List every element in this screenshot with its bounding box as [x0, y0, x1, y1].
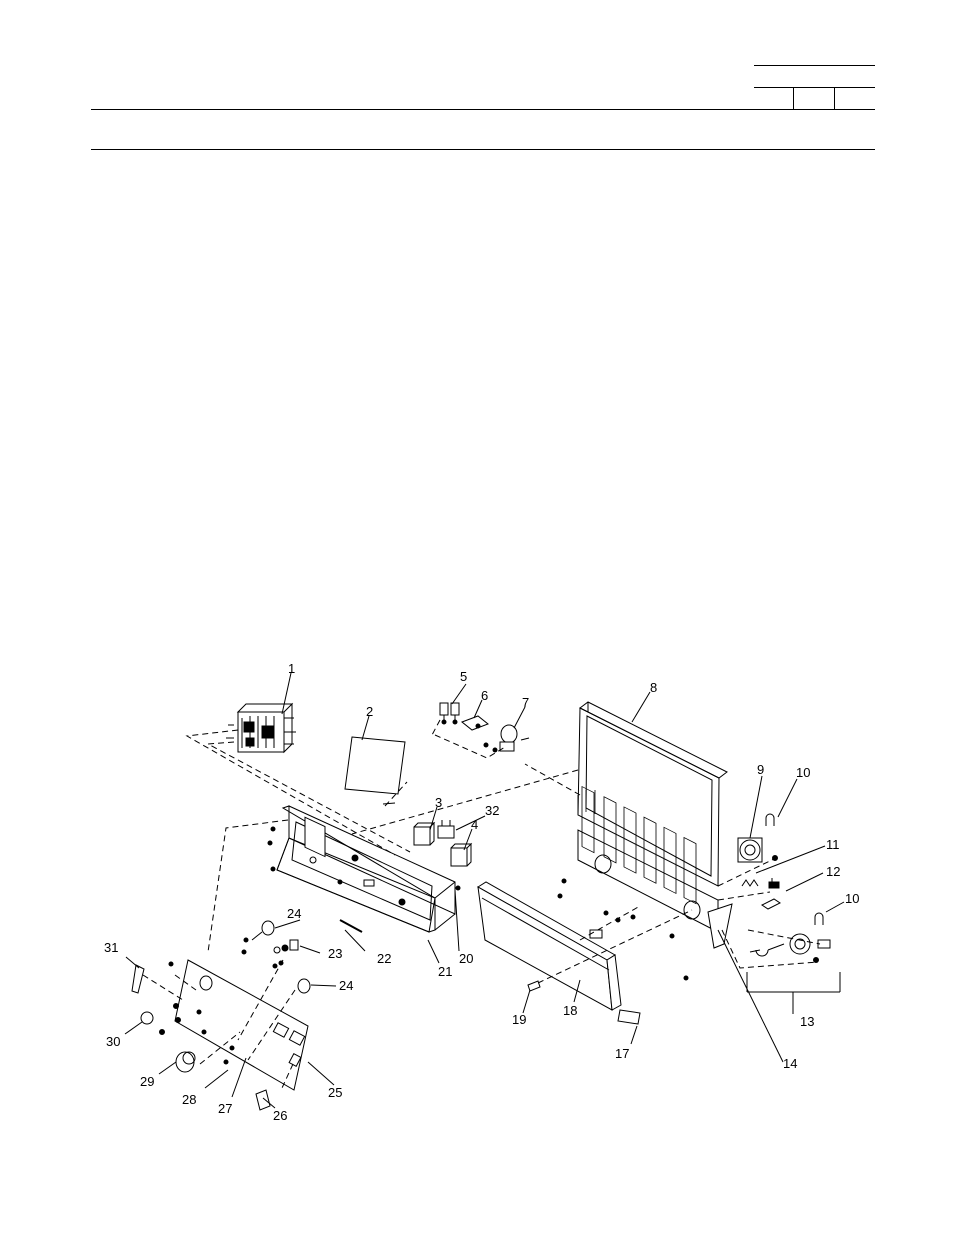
- callout-28: 28: [182, 1092, 196, 1107]
- hardware-dots: [159, 826, 689, 1065]
- part-21-control-housing: [276, 805, 456, 933]
- callout-27: 27: [218, 1101, 232, 1116]
- part-32-capacitor: [437, 820, 455, 839]
- header-cell-divider-2: [834, 87, 835, 109]
- part-18-front-panel: [477, 881, 622, 1011]
- part-25-panel: [174, 959, 309, 1091]
- callout-10-lower: 10: [845, 891, 859, 906]
- callout-26: 26: [273, 1108, 287, 1123]
- part-19-clip: [527, 980, 541, 992]
- assembly-dashed-lines: [142, 719, 821, 1089]
- callout-2: 2: [366, 704, 373, 719]
- part-11-spring: [741, 879, 759, 887]
- callout-13: 13: [800, 1014, 814, 1029]
- callout-20: 20: [459, 951, 473, 966]
- callout-labels: 1 2 3 4 5 6 7 8 9 10 10 11 12 13 14 17 1…: [104, 661, 859, 1123]
- part-8-cover: [577, 701, 728, 933]
- callout-3: 3: [435, 795, 442, 810]
- part-7-switch: [492, 724, 530, 753]
- part-22-screw: [339, 919, 363, 933]
- part-17-label: [617, 1009, 641, 1025]
- callout-14: 14: [783, 1056, 797, 1071]
- callout-30: 30: [106, 1034, 120, 1049]
- part-24-knob-upper: [251, 920, 275, 941]
- part-24-knob-lower: [297, 978, 311, 994]
- callout-18: 18: [563, 1003, 577, 1018]
- part-10-clip-upper: [765, 813, 775, 826]
- callout-23: 23: [328, 946, 342, 961]
- part-26-switch: [255, 1089, 271, 1111]
- callout-7: 7: [522, 695, 529, 710]
- callout-24-lower: 24: [339, 978, 353, 993]
- part-2-plate: [344, 736, 406, 795]
- header-cell-divider-1: [793, 87, 794, 109]
- callout-29: 29: [140, 1074, 154, 1089]
- part-10-clip-lower: [814, 912, 824, 925]
- callout-24-upper: 24: [287, 906, 301, 921]
- part-29-knob: [175, 1051, 196, 1073]
- callout-12: 12: [826, 864, 840, 879]
- callout-31: 31: [104, 940, 118, 955]
- callout-22: 22: [377, 951, 391, 966]
- part-6-relay: [461, 715, 489, 748]
- part-4-capacitor: [450, 842, 473, 867]
- callout-11: 11: [826, 837, 840, 852]
- header-cells-top-rule: [754, 87, 875, 88]
- callout-19: 19: [512, 1012, 526, 1027]
- callout-8: 8: [650, 680, 657, 695]
- header-top-short-rule: [754, 65, 875, 66]
- callout-1: 1: [288, 661, 295, 676]
- part-30-nut: [140, 1011, 154, 1025]
- callout-5: 5: [460, 669, 467, 684]
- callout-6: 6: [481, 688, 488, 703]
- part-1-motor-assembly: [226, 702, 296, 754]
- subheader-rule: [91, 149, 875, 150]
- part-14-bracket: [707, 903, 733, 949]
- part-23-switch: [273, 939, 299, 954]
- callout-17: 17: [615, 1046, 629, 1061]
- part-9-receptacle: [737, 837, 778, 863]
- callout-25: 25: [328, 1085, 342, 1100]
- header-rule: [91, 109, 875, 110]
- callout-21: 21: [438, 964, 452, 979]
- part-31-handle: [131, 964, 145, 994]
- part-13-receptacle-assembly: [746, 933, 841, 1014]
- leader-lines: [124, 672, 845, 1109]
- callout-9: 9: [757, 762, 764, 777]
- callout-4: 4: [471, 817, 478, 832]
- part-12-terminal: [761, 878, 781, 910]
- part-5-connectors: [439, 702, 460, 725]
- callout-10-upper: 10: [796, 765, 810, 780]
- callout-32: 32: [485, 803, 499, 818]
